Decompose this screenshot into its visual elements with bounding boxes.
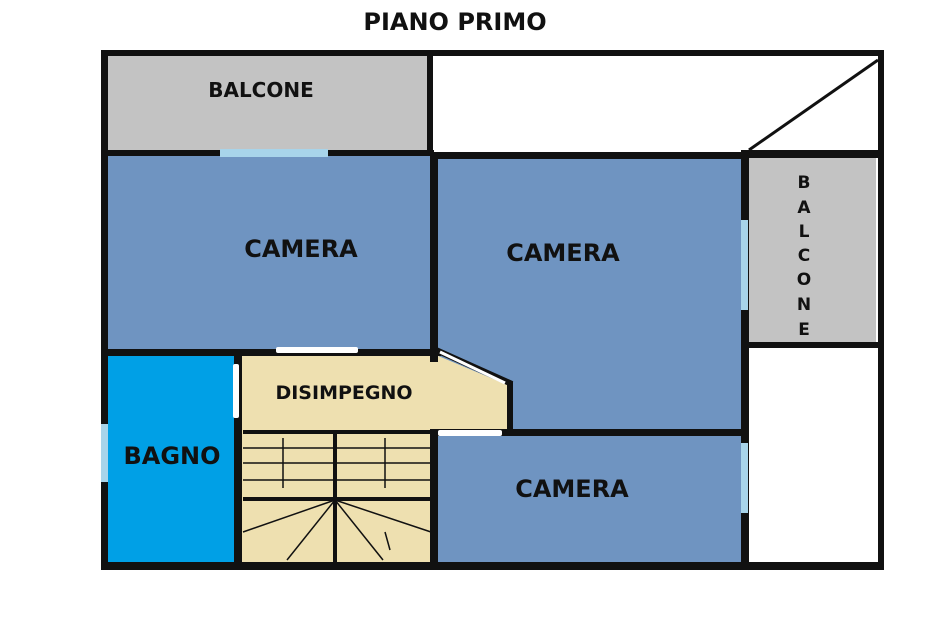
balcone-top-label: BALCONE (208, 78, 314, 102)
stairs-walls (243, 430, 432, 562)
camera-left-label: CAMERA (244, 235, 358, 263)
disimpegno-area (240, 355, 510, 430)
balcone-side-letter: E (798, 320, 810, 340)
camera-bottom-label: CAMERA (515, 475, 629, 503)
balcone-side-letter: B (798, 173, 811, 193)
bagno-label: BAGNO (123, 442, 220, 470)
camera-bottom-area (436, 436, 743, 562)
diagonal-wall (748, 58, 879, 152)
disimpegno-label: DISIMPEGNO (275, 382, 412, 404)
windows (101, 149, 748, 513)
balcone-side-letter: L (799, 222, 810, 242)
balcone-side-area (749, 158, 876, 344)
camera-left-area (108, 155, 434, 350)
bagno-area (108, 355, 237, 562)
balcone-side-letter: N (797, 295, 811, 315)
balcone-top-area (108, 56, 430, 152)
balcone-side-letter: O (797, 270, 811, 290)
doors (233, 347, 502, 436)
balcone-side-letter: A (797, 198, 811, 218)
camera-right-label: CAMERA (506, 239, 620, 267)
balcone-side-label: B A L C O N E (797, 173, 812, 340)
balcone-side-letter: C (798, 246, 810, 266)
plan-title: PIANO PRIMO (363, 8, 546, 36)
corridor-door-gap (439, 350, 506, 385)
